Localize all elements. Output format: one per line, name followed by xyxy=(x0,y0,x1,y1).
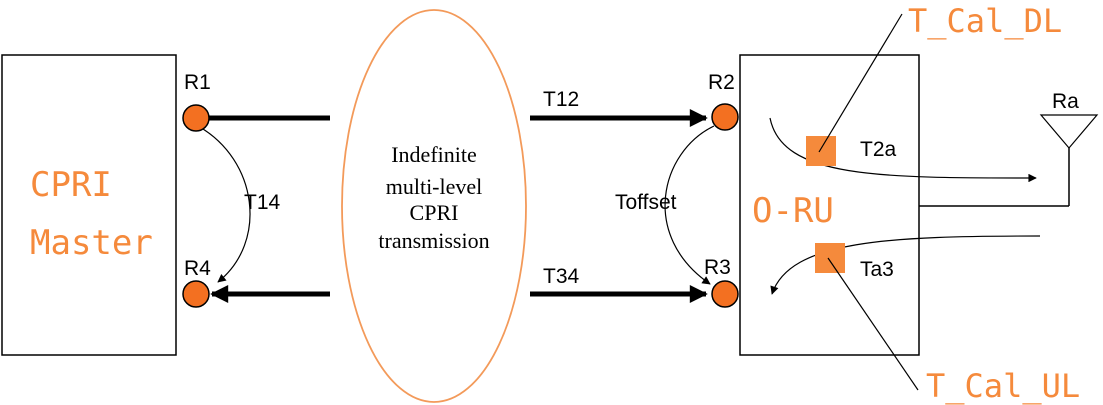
link-t12-label: T12 xyxy=(543,88,579,111)
node-r1 xyxy=(182,104,210,132)
transmission-text-line4: transmission xyxy=(378,228,489,253)
cpri-master-title-line2: Master xyxy=(30,223,153,263)
link-t34-label: T34 xyxy=(543,265,580,288)
node-r4-label: R4 xyxy=(184,257,211,280)
antenna-label: Ra xyxy=(1052,90,1079,113)
oru-title: O-RU xyxy=(752,191,834,231)
cal-dl-label: T_Cal_DL xyxy=(908,2,1062,40)
transmission-text-line2: multi-level xyxy=(386,174,483,199)
transmission-ellipse xyxy=(341,9,527,403)
cal-point-ta3 xyxy=(815,243,845,273)
node-r2 xyxy=(711,103,739,131)
ta3-label: Ta3 xyxy=(860,258,894,281)
transmission-text-line3: CPRI xyxy=(410,200,459,225)
oru-box xyxy=(739,54,920,356)
cal-dl-leader xyxy=(818,13,903,153)
antenna-icon xyxy=(1039,114,1099,149)
cpri-master-box xyxy=(1,54,177,356)
cal-point-t2a xyxy=(806,136,836,166)
t14-label: T14 xyxy=(244,191,281,214)
node-r3 xyxy=(711,280,739,308)
node-r4 xyxy=(182,280,210,308)
node-r3-label: R3 xyxy=(704,256,731,279)
cal-ul-label: T_Cal_UL xyxy=(926,367,1080,405)
ul-internal-curve xyxy=(770,235,1041,295)
t14-curve xyxy=(197,125,251,283)
t2a-label: T2a xyxy=(860,138,897,161)
toffset-curve xyxy=(664,125,715,285)
cpri-master-title-line1: CPRI xyxy=(30,165,112,205)
node-r1-label: R1 xyxy=(184,71,211,94)
transmission-text-line1: Indefinite xyxy=(391,142,477,167)
dl-internal-curve xyxy=(769,117,1037,183)
cal-ul-leader xyxy=(827,257,919,391)
node-r2-label: R2 xyxy=(708,71,735,94)
toffset-label: Toffset xyxy=(615,191,677,214)
